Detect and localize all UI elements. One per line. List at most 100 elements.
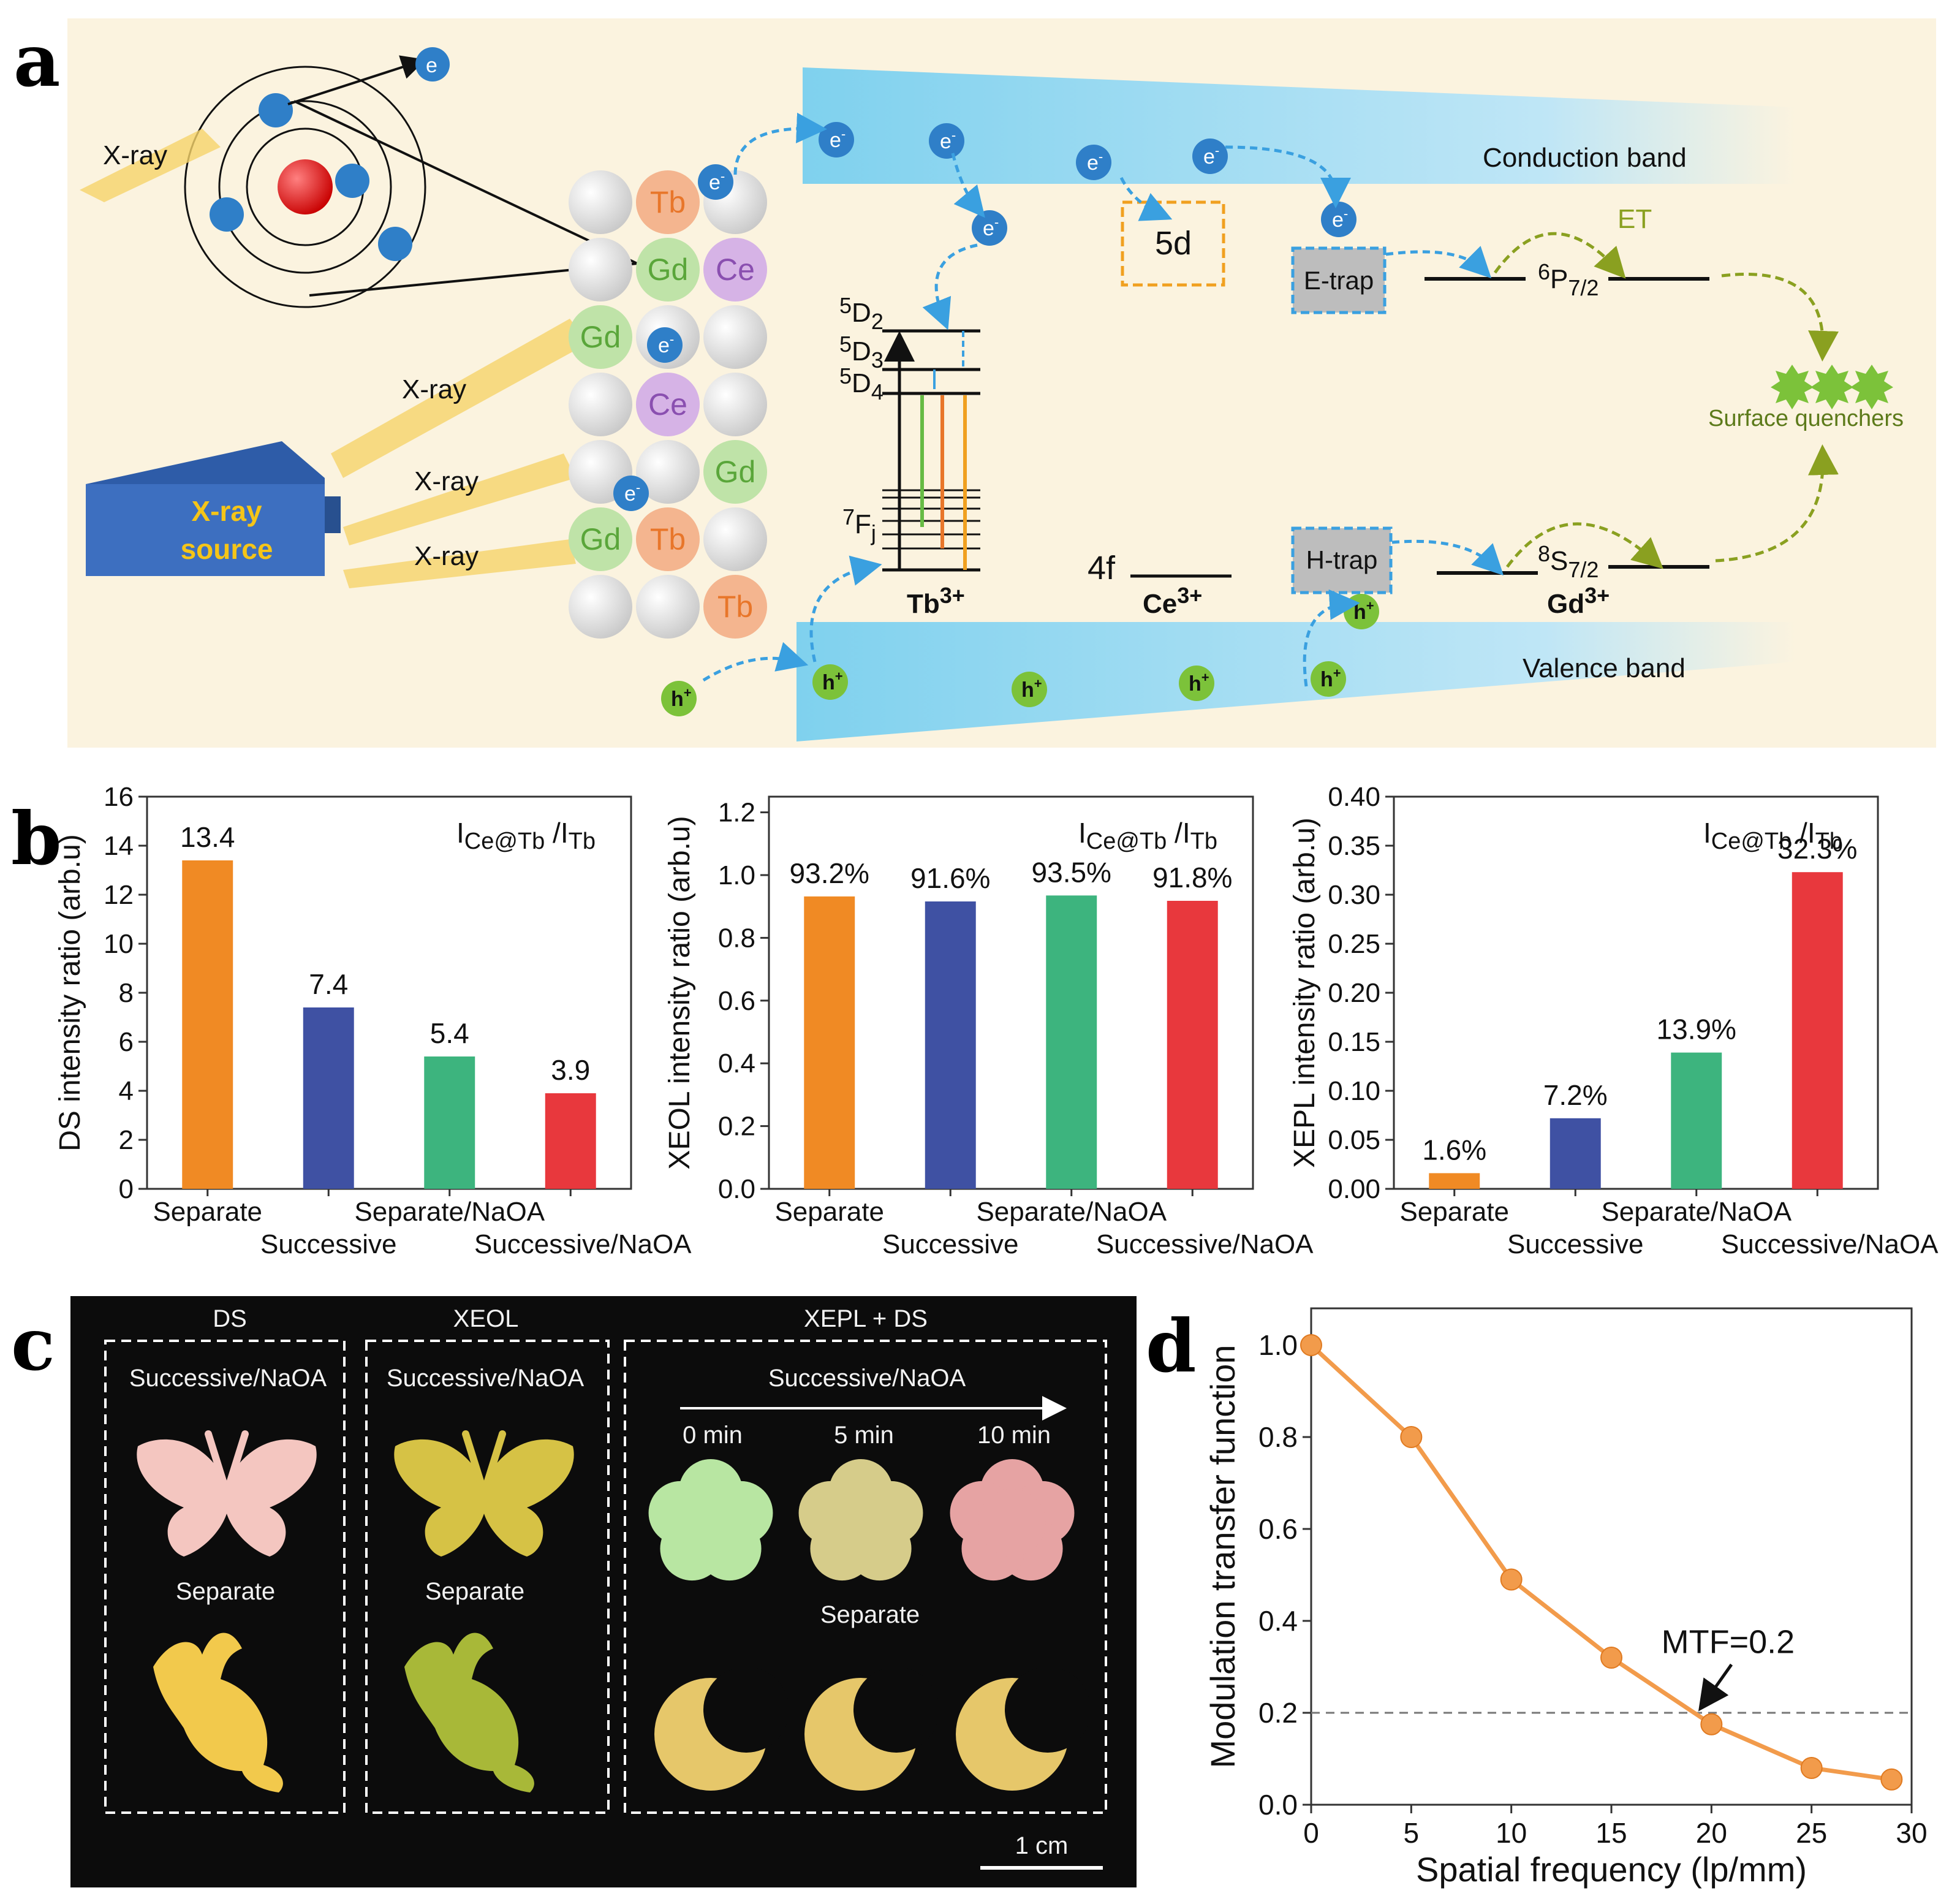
ds-rabbit-shape <box>153 1633 283 1792</box>
gd3-label: Gd3+ <box>1547 583 1610 619</box>
electron-icon <box>1321 202 1356 237</box>
y-tick-label: 0.10 <box>1328 1076 1380 1106</box>
y-tick-label: 0.0 <box>1258 1789 1298 1821</box>
electron-icon <box>972 210 1007 246</box>
lattice-ball <box>569 170 632 234</box>
xepl-successive-label: Successive/NaOA <box>768 1365 966 1392</box>
transfer-arrows <box>702 112 1504 687</box>
xray-beams: X-ray X-ray X-ray X-ray <box>80 129 588 588</box>
mtf-annotation-arrow <box>1698 1663 1733 1712</box>
surface-quenchers-label: Surface quenchers <box>1708 406 1904 431</box>
y-tick-label: 0.15 <box>1328 1027 1380 1057</box>
electron-label: e- <box>624 480 640 506</box>
hole-icon <box>661 681 697 716</box>
panel-label-c: c <box>11 1302 55 1387</box>
moon-sample <box>654 1667 789 1791</box>
electron-icon <box>819 122 854 157</box>
y-tick-label: 0.30 <box>1328 880 1380 910</box>
electron-label: e- <box>658 332 674 357</box>
xeol-group-label: XEOL <box>453 1305 519 1332</box>
ion-gd <box>703 440 767 504</box>
time-label-0: 0 min <box>683 1422 743 1449</box>
electron-label: e- <box>1087 149 1103 175</box>
h-trap-label: H-trap <box>1306 545 1378 574</box>
category-label: Separate/NaOA <box>354 1197 545 1227</box>
moon-cutout <box>853 1667 939 1753</box>
bar-value-label: 32.3% <box>1777 833 1857 865</box>
scale-bar-label: 1 cm <box>1015 1832 1069 1859</box>
data-point <box>1700 1713 1723 1735</box>
electron-label: e- <box>1332 206 1348 232</box>
conduction-band-label: Conduction band <box>1483 143 1687 173</box>
ds-butterfly-shape <box>137 1439 317 1557</box>
ejected-electron: e <box>426 54 437 77</box>
bar-value-label: 13.9% <box>1657 1014 1736 1045</box>
electron-icon <box>613 476 649 511</box>
valence-band-shape <box>796 622 1795 741</box>
flower-sample <box>648 1459 773 1581</box>
xeol-group-frame <box>365 1340 610 1814</box>
xeol-successive-label: Successive/NaOA <box>387 1365 585 1392</box>
photo-background <box>70 1296 1137 1887</box>
ce3-label: Ce3+ <box>1143 583 1202 619</box>
e-trap-box <box>1291 246 1387 314</box>
y-tick-label: 0.0 <box>718 1174 755 1204</box>
x-tick-label: 10 <box>1496 1817 1527 1849</box>
category-label: Separate <box>774 1197 884 1227</box>
flower-center <box>827 1489 895 1557</box>
ds-butterfly <box>137 1430 317 1557</box>
moon-cutout <box>1005 1667 1091 1753</box>
data-point <box>1300 1334 1322 1356</box>
xray-label-2: X-ray <box>402 374 466 404</box>
electron-icon <box>647 327 683 363</box>
lattice-ball <box>703 373 767 436</box>
ion-label: Gd <box>580 320 621 354</box>
time-label-5: 5 min <box>834 1422 894 1449</box>
y-tick-label: 0 <box>119 1174 134 1204</box>
data-point <box>1400 1426 1423 1448</box>
bar-chart-3: 0.000.050.100.150.200.250.300.350.40XEPL… <box>1288 782 1939 1259</box>
y-tick-label: 14 <box>104 831 134 861</box>
y-tick-label: 6 <box>119 1027 134 1057</box>
moon-sample <box>956 1667 1091 1791</box>
bar-value-label: 7.4 <box>309 968 348 1000</box>
xeol-separate-label: Separate <box>425 1578 524 1605</box>
x-axis-title: Spatial frequency (lp/mm) <box>1416 1850 1807 1889</box>
bar <box>182 860 233 1189</box>
5d-level-box <box>1121 200 1225 287</box>
y-axis-title: XEOL intensity ratio (arb.u) <box>664 816 696 1169</box>
hole-icon <box>812 664 848 700</box>
x-tick-label: 5 <box>1404 1817 1420 1849</box>
ion-label: Ce <box>648 387 687 422</box>
y-tick-label: 4 <box>119 1076 134 1106</box>
lattice-ball <box>569 373 632 436</box>
electron-icon <box>698 164 733 200</box>
lattice-ball <box>703 305 767 369</box>
lattice-ball <box>636 440 700 504</box>
category-label: Successive <box>1507 1229 1644 1259</box>
electron-label: e- <box>940 127 956 153</box>
xray-label-1: X-ray <box>103 140 167 170</box>
ion-label: Gd <box>648 252 689 287</box>
category-label: Separate <box>153 1197 262 1227</box>
ds-group-label: DS <box>213 1305 247 1332</box>
y-tick-label: 0.00 <box>1328 1174 1380 1204</box>
gd-energy-levels: 6P7/2 8S7/2 Gd3+ ET Surface quenchers <box>1425 204 1904 619</box>
hole-label: h+ <box>671 685 692 711</box>
ion-label: Tb <box>650 185 686 219</box>
y-tick-label: 0.40 <box>1328 782 1380 812</box>
charge-carriers: e-e-e-e-e-e-e-e-e-h+h+h+h+h+h+ <box>613 122 1379 716</box>
ion-ce <box>703 238 767 302</box>
y-tick-label: 8 <box>119 978 134 1008</box>
xeol-rabbit-shape <box>404 1633 534 1792</box>
level-6p72: 6P7/2 <box>1538 259 1599 300</box>
electron-icon <box>1076 145 1111 180</box>
flower-center <box>978 1489 1046 1557</box>
quencher-star-icon <box>1811 365 1853 409</box>
hole-icon <box>1179 666 1214 701</box>
hole-icon <box>1311 661 1346 697</box>
